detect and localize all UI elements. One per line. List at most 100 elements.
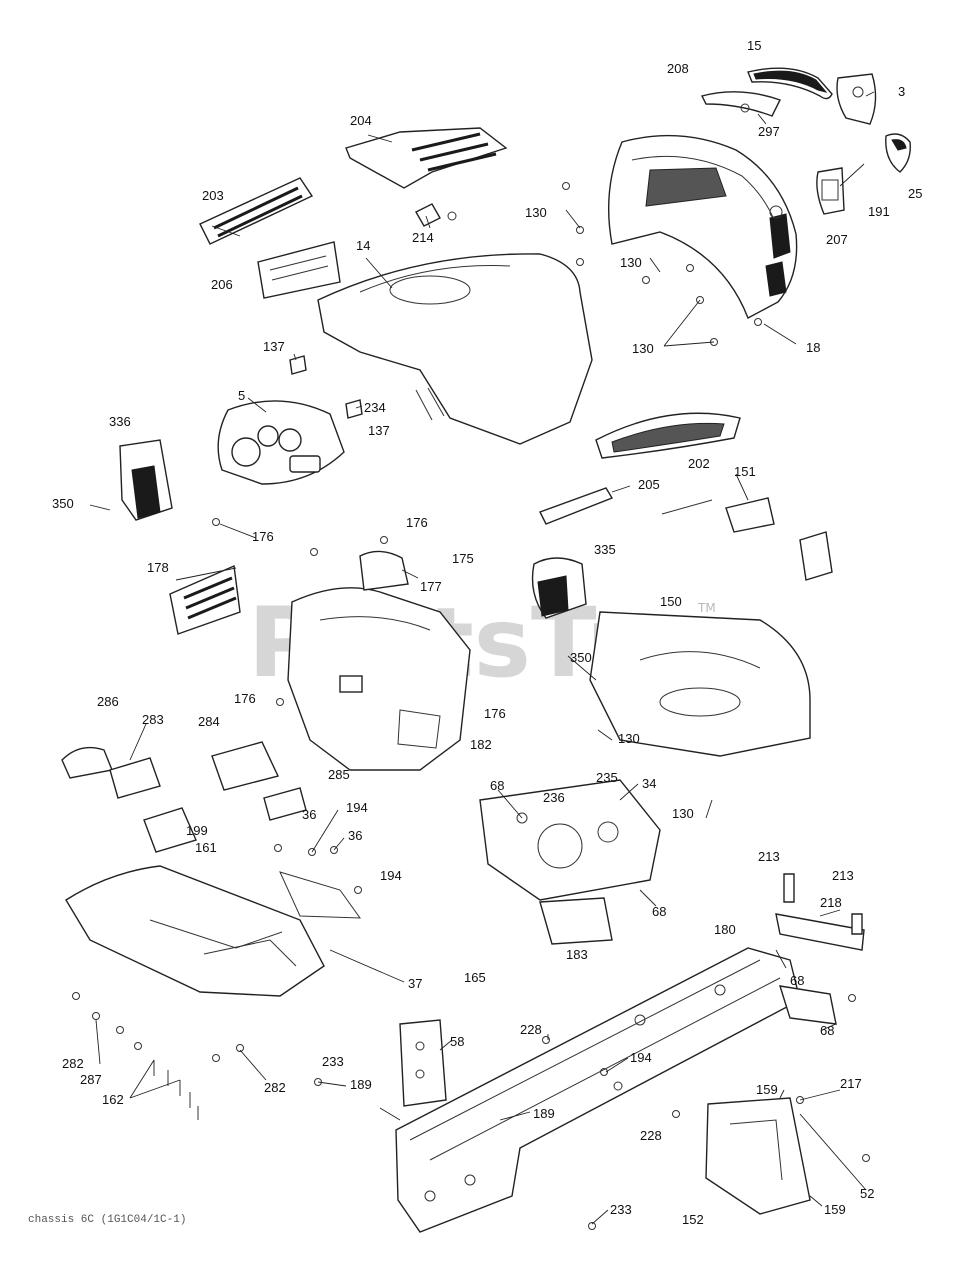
part-58-bracket[interactable]	[399, 1019, 447, 1107]
callout-137-b: 137	[368, 423, 390, 438]
callout-205: 205	[638, 477, 660, 492]
callout-159-a: 159	[756, 1082, 778, 1097]
part-285-latch[interactable]	[263, 787, 307, 821]
part-204-hood-grille[interactable]	[345, 127, 508, 189]
callout-58: 58	[450, 1034, 464, 1049]
callout-177: 177	[420, 579, 442, 594]
callout-161: 161	[195, 840, 217, 855]
callout-183: 183	[566, 947, 588, 962]
part-202-grille[interactable]	[595, 412, 741, 459]
part-234-clip[interactable]	[345, 399, 363, 419]
part-137-clip-a[interactable]	[289, 355, 307, 375]
fasteners-36-194	[274, 844, 362, 894]
part-335-vent[interactable]	[531, 557, 587, 619]
callout-191: 191	[868, 204, 890, 219]
callout-208: 208	[667, 61, 689, 76]
fasteners-282-162	[72, 992, 244, 1120]
callout-176-d: 176	[484, 706, 506, 721]
callout-151: 151	[734, 464, 756, 479]
part-5-console[interactable]	[217, 400, 345, 485]
part-205-bar[interactable]	[539, 487, 614, 525]
part-14-dash-body[interactable]	[317, 253, 593, 445]
callout-130-c: 130	[632, 341, 654, 356]
callout-194-a: 194	[346, 800, 368, 815]
callout-152: 152	[682, 1212, 704, 1227]
part-191-light[interactable]	[816, 167, 845, 215]
callout-175: 175	[452, 551, 474, 566]
callout-199: 199	[186, 823, 208, 838]
callout-150: 150	[660, 594, 682, 609]
part-283-plate[interactable]	[109, 757, 161, 799]
callout-233-a: 233	[322, 1054, 344, 1069]
part-34-bracket-assy[interactable]	[479, 779, 661, 901]
callout-130-d: 130	[618, 731, 640, 746]
callout-3: 3	[898, 84, 905, 99]
callout-68-d: 68	[820, 1023, 834, 1038]
callout-178: 178	[147, 560, 169, 575]
part-182-shroud[interactable]	[287, 587, 471, 771]
callout-137-a: 137	[263, 339, 285, 354]
callout-284: 284	[198, 714, 220, 729]
watermark-tm: TM	[697, 601, 716, 615]
callout-235: 235	[596, 770, 618, 785]
part-152-bracket[interactable]	[705, 1097, 811, 1215]
callout-233-b: 233	[610, 1202, 632, 1217]
part-207-hood[interactable]	[607, 134, 798, 319]
callout-287: 287	[80, 1072, 102, 1087]
callout-182: 182	[470, 737, 492, 752]
callout-68-b: 68	[652, 904, 666, 919]
part-214-clip[interactable]	[415, 203, 457, 227]
part-284-plate[interactable]	[211, 741, 279, 791]
part-213-bolt-a[interactable]	[783, 873, 795, 903]
part-199-plate[interactable]	[143, 807, 197, 853]
part-336-vent[interactable]	[119, 439, 173, 521]
callout-159-b: 159	[824, 1202, 846, 1217]
callout-335: 335	[594, 542, 616, 557]
callout-15: 15	[747, 38, 761, 53]
callout-52: 52	[860, 1186, 874, 1201]
part-37-footrest[interactable]	[65, 865, 361, 997]
callout-207: 207	[826, 232, 848, 247]
callout-68-a: 68	[490, 778, 504, 793]
callout-25: 25	[908, 186, 922, 201]
callout-282-b: 282	[264, 1080, 286, 1095]
callout-228-a: 228	[520, 1022, 542, 1037]
callout-350-a: 350	[52, 496, 74, 511]
callout-162: 162	[102, 1092, 124, 1107]
callout-180: 180	[714, 922, 736, 937]
part-178-grille[interactable]	[169, 564, 241, 635]
callout-176-c: 176	[234, 691, 256, 706]
callout-176-b: 176	[252, 529, 274, 544]
callout-130-e: 130	[672, 806, 694, 821]
callout-189-a: 189	[350, 1077, 372, 1092]
callout-218: 218	[820, 895, 842, 910]
part-25-cover[interactable]	[885, 133, 911, 173]
callout-285: 285	[328, 767, 350, 782]
part-15-trim-strip[interactable]	[747, 67, 833, 100]
part-203-side-grille[interactable]	[199, 177, 314, 245]
part-208-bracket[interactable]	[700, 91, 781, 117]
part-3-cover[interactable]	[836, 73, 877, 125]
part-151-bracket[interactable]	[661, 497, 833, 581]
callout-189-b: 189	[533, 1106, 555, 1121]
callout-206: 206	[211, 277, 233, 292]
callout-18: 18	[806, 340, 820, 355]
part-150-panel[interactable]	[589, 611, 811, 757]
part-175-support[interactable]	[359, 550, 409, 591]
callout-194-b: 194	[380, 868, 402, 883]
part-183-bracket[interactable]	[539, 897, 613, 945]
callout-194-c: 194	[630, 1050, 652, 1065]
callout-36-b: 36	[348, 828, 362, 843]
part-218-plate[interactable]	[775, 913, 865, 951]
callout-130-a: 130	[525, 205, 547, 220]
leader-lines	[89, 91, 875, 1225]
callout-350-b: 350	[570, 650, 592, 665]
part-286-pedal[interactable]	[61, 746, 113, 779]
part-206-panel[interactable]	[257, 241, 341, 299]
callout-176-a: 176	[406, 515, 428, 530]
part-68-bracket-right[interactable]	[778, 985, 837, 1025]
callout-36-a: 36	[302, 807, 316, 822]
callout-34: 34	[642, 776, 656, 791]
callout-130-b: 130	[620, 255, 642, 270]
callout-283: 283	[142, 712, 164, 727]
